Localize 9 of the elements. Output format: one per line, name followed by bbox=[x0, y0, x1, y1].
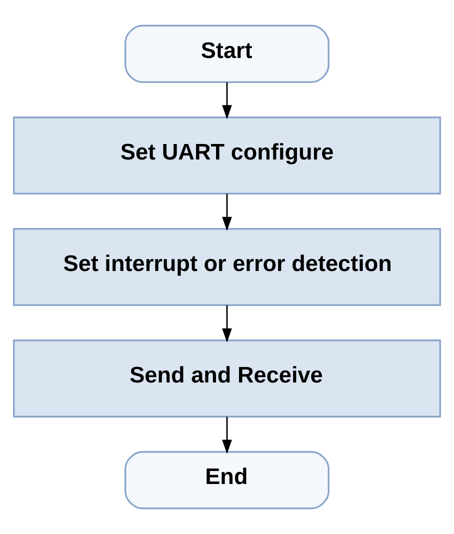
node-box: Start bbox=[124, 24, 330, 83]
node-box: Set interrupt or error detection bbox=[13, 228, 441, 306]
node-box: Set UART configure bbox=[13, 116, 441, 194]
node-box: Send and Receive bbox=[13, 340, 441, 418]
arrow bbox=[222, 194, 232, 231]
node-box: End bbox=[124, 451, 330, 510]
arrow bbox=[222, 82, 232, 120]
arrow bbox=[222, 305, 232, 342]
arrow bbox=[222, 416, 232, 454]
